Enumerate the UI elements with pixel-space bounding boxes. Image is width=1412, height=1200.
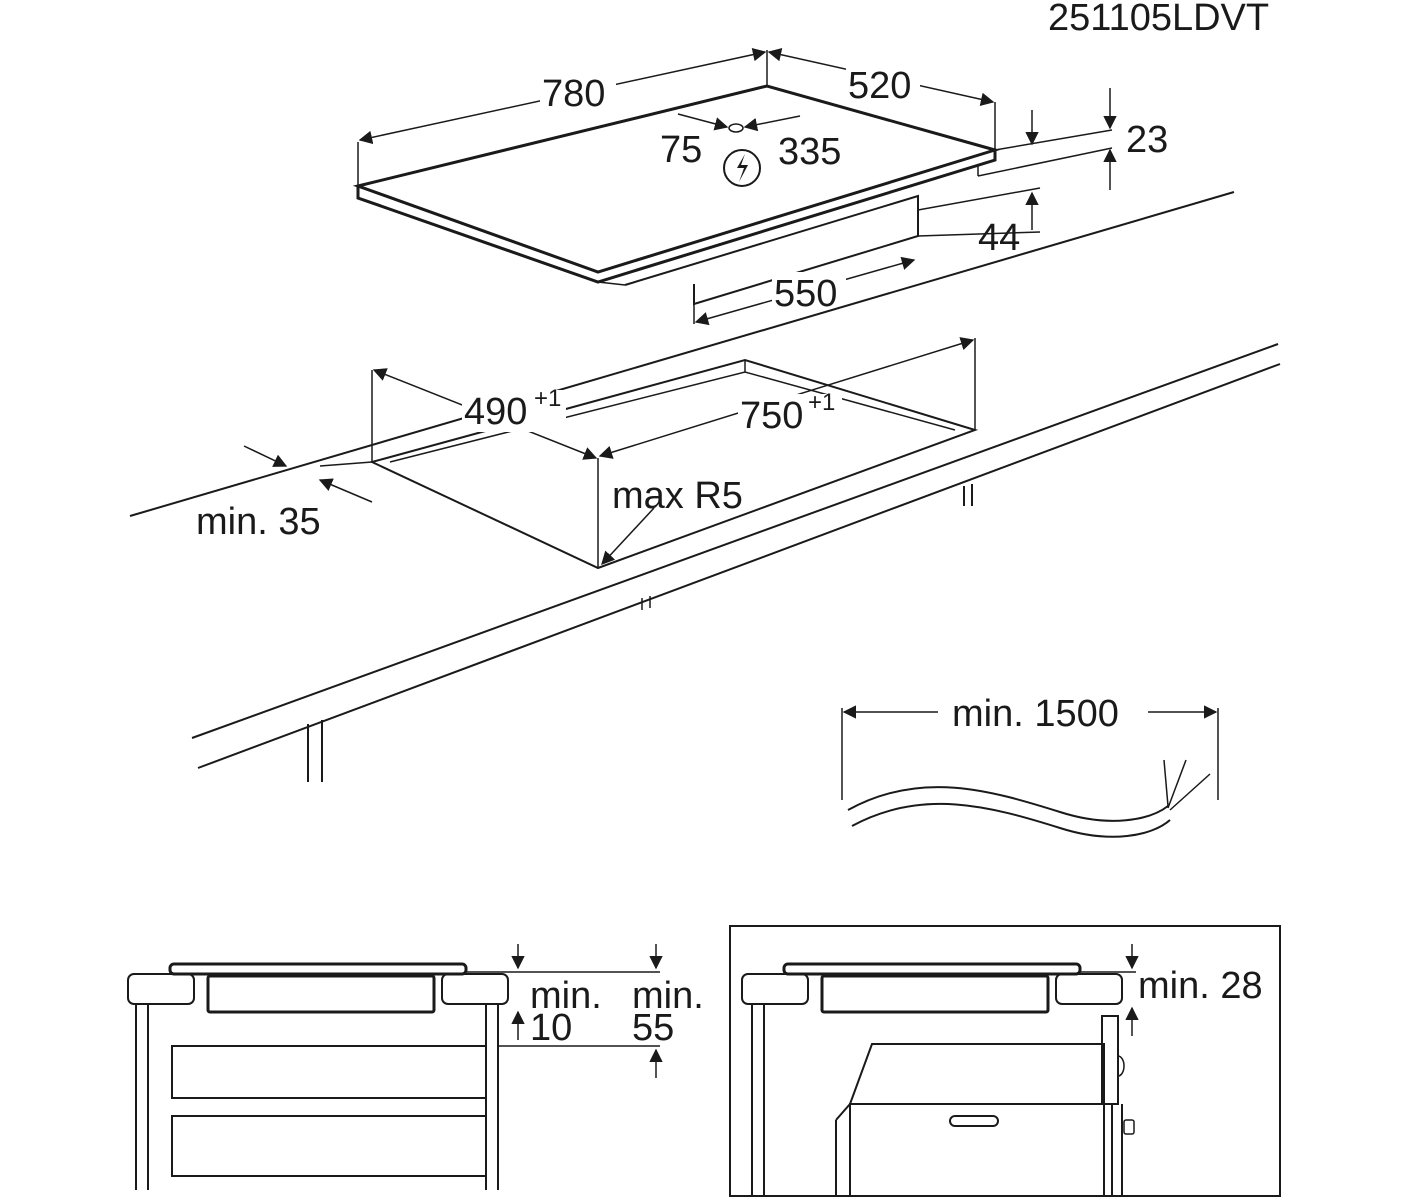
gap-b-label: min. 28 — [1138, 965, 1263, 1007]
hob-depth-label: 520 — [848, 65, 911, 107]
cable-offset-right-label: 335 — [778, 131, 841, 173]
cutout-depth-label: 490 — [464, 391, 527, 433]
glass-thickness-label: 23 — [1126, 119, 1168, 161]
hob-drawing: 780 520 75 335 23 44 550 — [352, 47, 1168, 326]
cutout-width-tolerance: +1 — [808, 389, 835, 416]
cable-drawing: min. 1500 — [841, 693, 1219, 838]
front-distance-label: min. 35 — [196, 501, 321, 543]
body-height-label: 44 — [978, 217, 1020, 259]
cutout-width-label: 750 — [740, 395, 803, 437]
body-width-label: 550 — [774, 273, 837, 315]
reference-code: 251105LDVT — [1048, 0, 1269, 39]
cable-length-label: min. 1500 — [952, 693, 1119, 735]
installation-b: min. 28 — [729, 925, 1281, 1197]
gap-a2-value: 55 — [632, 1007, 674, 1049]
hob-glass-top — [352, 84, 1001, 274]
gap-a1-label: min. — [530, 975, 602, 1017]
corner-radius-label: max R5 — [612, 475, 743, 517]
electric-connection-icon — [723, 149, 761, 187]
gap-a2-label: min. — [632, 975, 704, 1017]
installation-a: min. 10 min. 55 — [127, 944, 704, 1190]
cable-offset-left-label: 75 — [660, 129, 702, 171]
worktop-drawing: 490 +1 750 +1 min. 35 max R5 — [129, 191, 1281, 782]
cutout-depth-tolerance: +1 — [534, 385, 561, 412]
hob-width-label: 780 — [542, 73, 605, 115]
gap-a1-value: 10 — [530, 1007, 572, 1049]
